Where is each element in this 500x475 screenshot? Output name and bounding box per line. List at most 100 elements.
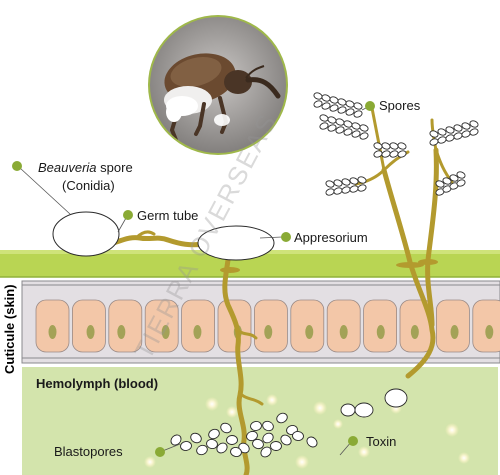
- conidium: [381, 150, 391, 158]
- epidermis-cells: [35, 299, 500, 353]
- conidium: [469, 128, 479, 136]
- conidium: [442, 177, 452, 185]
- blastopores-cluster: [170, 412, 318, 458]
- hemolymph-glows: [144, 394, 470, 469]
- weevil-illustration: [164, 53, 281, 142]
- cell-nucleus: [410, 325, 419, 339]
- conidium: [445, 126, 455, 134]
- cell-nucleus: [161, 325, 170, 339]
- label-hemolymph: Hemolymph (blood): [36, 376, 159, 391]
- cell-nucleus: [264, 325, 273, 339]
- conidium: [313, 100, 323, 108]
- cell-nucleus: [305, 325, 314, 339]
- blastopore: [216, 442, 228, 454]
- cell-nucleus: [376, 325, 385, 339]
- conidium: [469, 120, 479, 128]
- conidium: [445, 134, 455, 142]
- conidium: [359, 132, 369, 140]
- epidermis-cell: [472, 299, 500, 353]
- conidium: [319, 122, 329, 130]
- conidium: [351, 130, 361, 138]
- conidium: [397, 150, 407, 158]
- cell-nucleus: [117, 325, 126, 339]
- spore-clusters: [313, 92, 479, 196]
- cell-nucleus: [485, 325, 494, 339]
- label-beauveria-spore: Beauveria spore: [38, 160, 133, 175]
- conidium: [353, 110, 363, 118]
- blastopore: [208, 428, 220, 440]
- label-blastopores: Blastopores: [54, 444, 123, 459]
- leader-lines: [19, 105, 371, 456]
- label-dots: [12, 101, 375, 457]
- conidium: [341, 178, 351, 186]
- dot-appresorium: [281, 232, 291, 242]
- conidium: [329, 96, 339, 104]
- blastopore: [250, 421, 262, 431]
- conidium: [461, 122, 471, 130]
- blastopore: [270, 441, 282, 451]
- conidium: [321, 94, 331, 102]
- conidium: [429, 138, 439, 146]
- blastopore: [190, 432, 202, 444]
- conidium: [351, 122, 361, 130]
- conidium: [319, 114, 329, 122]
- cell-nucleus: [193, 325, 202, 339]
- blastopore: [196, 444, 208, 456]
- conidium: [321, 102, 331, 110]
- blastopore: [306, 436, 318, 448]
- conidium: [453, 132, 463, 140]
- conidium: [456, 179, 466, 187]
- label-appresorium: Appresorium: [294, 230, 368, 245]
- blastopore: [180, 441, 192, 451]
- blastopore: [292, 431, 304, 441]
- conidium: [327, 124, 337, 132]
- hemolymph-region: [22, 367, 498, 475]
- weevil-photo: [148, 15, 288, 155]
- label-conidia: (Conidia): [62, 178, 115, 193]
- conidium: [357, 184, 367, 192]
- epidermis-cell: [108, 299, 143, 353]
- dot-toxin: [348, 436, 358, 446]
- conidium: [381, 142, 391, 150]
- conidium: [353, 102, 363, 110]
- label-spores: Spores: [379, 98, 421, 113]
- dot-spores: [365, 101, 375, 111]
- appresorium-shape: [197, 225, 275, 261]
- conidium: [359, 124, 369, 132]
- conidium: [397, 142, 407, 150]
- blastopore: [280, 434, 292, 446]
- hypha-knots: [220, 259, 438, 273]
- conidium: [325, 180, 335, 188]
- beauveria-italic: Beauveria: [38, 160, 97, 175]
- blastopore: [226, 435, 238, 445]
- conidium: [456, 171, 466, 179]
- conidium: [449, 174, 459, 182]
- label-germ-tube: Germ tube: [137, 208, 199, 223]
- conidium: [389, 150, 399, 158]
- blastopore: [206, 438, 218, 450]
- conidium: [461, 130, 471, 138]
- blastopore: [220, 422, 232, 434]
- conidium: [437, 128, 447, 136]
- blastopore: [262, 432, 274, 444]
- conidium: [453, 124, 463, 132]
- blastopore: [276, 412, 288, 424]
- blastopore: [230, 447, 242, 457]
- blastopore: [252, 438, 264, 450]
- conidium: [345, 108, 355, 116]
- cell-nucleus: [86, 325, 95, 339]
- conidium: [345, 100, 355, 108]
- conidium: [389, 142, 399, 150]
- conidium: [313, 92, 323, 100]
- conidium: [335, 118, 345, 126]
- epidermis-cell: [144, 299, 179, 353]
- cell-nucleus: [450, 325, 459, 339]
- dot-blastopores: [155, 447, 165, 457]
- label-cuticle: Cuticule (skin): [2, 284, 17, 374]
- conidia-spore: [52, 211, 120, 257]
- conidium: [329, 104, 339, 112]
- epidermis-cell: [253, 299, 288, 353]
- conidium: [349, 177, 359, 185]
- blastopore: [262, 420, 274, 432]
